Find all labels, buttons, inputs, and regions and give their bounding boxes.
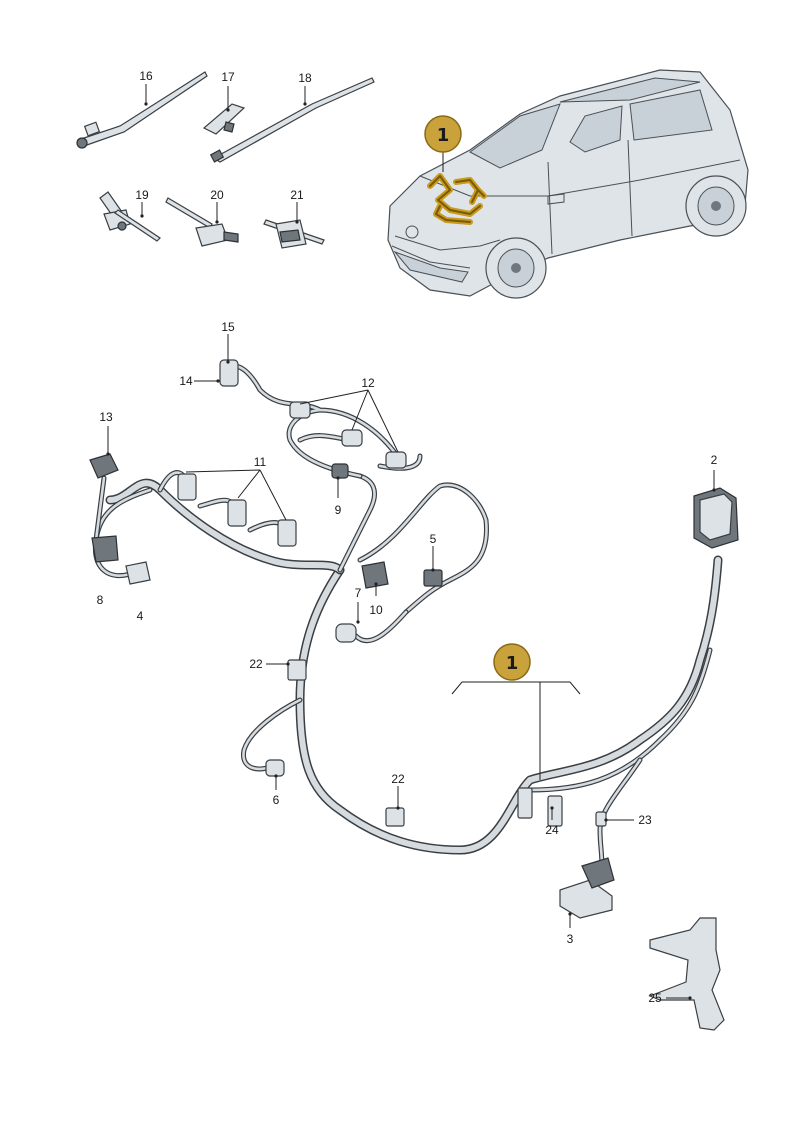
callout-8: 8 [97, 593, 104, 607]
cable-clip-17 [202, 103, 246, 135]
badge-car-label: 1 [437, 125, 450, 146]
car-overview [387, 69, 749, 299]
callout-7: 7 [355, 586, 362, 600]
callout-20: 20 [210, 188, 224, 202]
cable-tie-19 [99, 191, 161, 242]
badge-harness: 1 [451, 643, 581, 780]
connector-3 [559, 857, 615, 919]
clip-24 [517, 787, 563, 827]
callout-19: 19 [135, 188, 149, 202]
callout-5: 5 [430, 532, 437, 546]
leader-lines [106, 84, 716, 1000]
callout-4: 4 [137, 609, 144, 623]
connector-5 [423, 569, 443, 587]
callout-24: 24 [545, 823, 559, 837]
connector-8 [91, 535, 119, 563]
callout-22-lower: 22 [391, 772, 405, 786]
connector-10 [361, 561, 389, 589]
badge-car: 1 [424, 115, 462, 172]
wiring-harness [92, 363, 723, 879]
callout-17: 17 [221, 70, 235, 84]
callout-6: 6 [273, 793, 280, 807]
bracket-25 [648, 917, 725, 1031]
callout-13: 13 [99, 410, 113, 424]
cable-tie-18 [209, 77, 375, 163]
callout-16: 16 [139, 69, 153, 83]
callout-labels: 16 17 18 19 20 21 15 14 12 13 11 2 9 5 8… [97, 69, 718, 1005]
clip-22-upper [287, 659, 307, 681]
connector-14-15 [219, 359, 239, 387]
connector-4 [125, 561, 151, 585]
callout-2: 2 [711, 453, 718, 467]
connector-2 [693, 487, 739, 549]
relays-11 [177, 473, 297, 547]
connector-6 [265, 759, 285, 777]
sensors-12 [289, 401, 407, 469]
callout-3: 3 [567, 932, 574, 946]
callout-22-upper: 22 [249, 657, 263, 671]
connector-13 [89, 453, 119, 479]
callout-12: 12 [361, 376, 375, 390]
clip-23 [595, 811, 607, 827]
callout-25: 25 [648, 991, 662, 1005]
clip-22-lower [385, 807, 405, 827]
callout-14: 14 [179, 374, 193, 388]
engine-harness-highlight [427, 173, 487, 225]
callout-21: 21 [290, 188, 304, 202]
callout-23: 23 [638, 813, 652, 827]
connector-7 [335, 623, 357, 643]
callout-18: 18 [298, 71, 312, 85]
cable-tie-21 [263, 219, 325, 249]
callout-9: 9 [335, 503, 342, 517]
callout-10: 10 [369, 603, 383, 617]
connector-9 [331, 463, 349, 479]
cable-tie-20 [165, 197, 239, 247]
cable-tie-16 [76, 71, 208, 149]
callout-15: 15 [221, 320, 235, 334]
badge-harness-label: 1 [506, 653, 519, 674]
callout-11: 11 [254, 455, 267, 469]
